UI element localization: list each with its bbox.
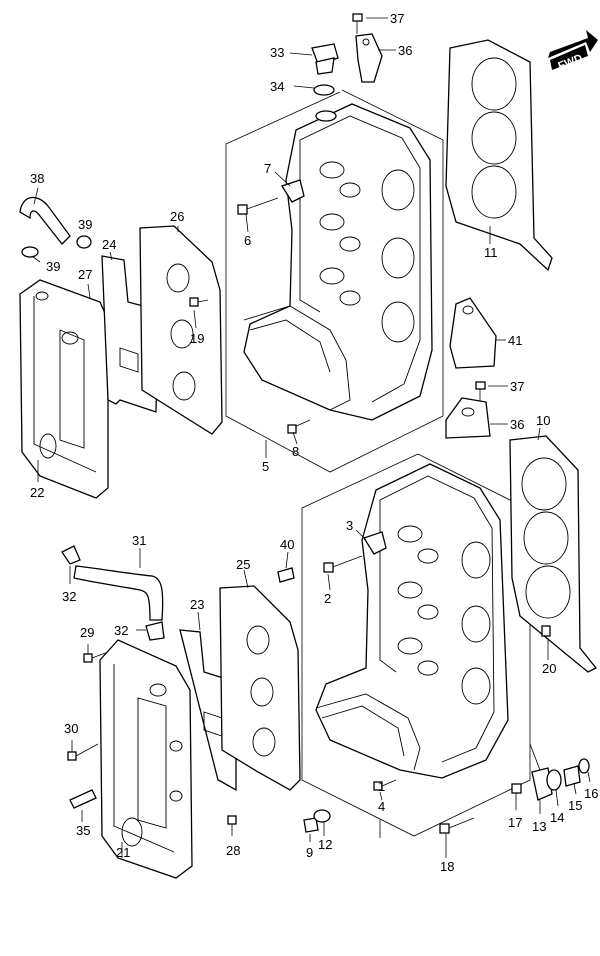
washer-12 (313, 809, 331, 836)
fitting-7 (281, 179, 305, 203)
callout-35: 35 (76, 823, 90, 838)
bolt-18 (439, 817, 475, 858)
clamp-32-right (136, 621, 165, 641)
bolt-37-mid (475, 381, 508, 402)
callout-11: 11 (484, 245, 498, 260)
callout-37-top: 37 (390, 11, 404, 26)
head-gasket-upper (445, 39, 553, 272)
callout-labels: 1 2 3 4 5 6 7 8 9 10 11 12 13 14 15 16 1… (30, 11, 598, 874)
head-ports-lower (397, 525, 491, 705)
cylinder-head-cover-lower (99, 639, 193, 879)
cylinder-head-upper (243, 103, 433, 421)
head-gasket-lower (509, 427, 598, 673)
bolt-29 (83, 644, 109, 663)
bolt-28 (227, 815, 237, 836)
callout-17: 17 (508, 815, 522, 830)
bolt-6 (237, 197, 279, 215)
callout-31: 31 (132, 533, 146, 548)
clamp-32-left (61, 545, 81, 584)
callout-39-left: 39 (46, 259, 60, 274)
breather-hose-38 (19, 187, 71, 245)
callout-3: 3 (346, 518, 353, 533)
callout-41: 41 (508, 333, 522, 348)
callout-6: 6 (244, 233, 251, 248)
callout-12: 12 (318, 837, 332, 852)
callout-7: 7 (264, 161, 271, 176)
bolt-19 (189, 297, 209, 329)
callout-26: 26 (170, 209, 184, 224)
head-ports-upper (319, 161, 415, 343)
callout-37-mid: 37 (510, 379, 524, 394)
callout-10: 10 (536, 413, 550, 428)
bracket-36-top (355, 33, 396, 83)
clamp-39 (21, 235, 92, 263)
plug-9 (303, 817, 319, 842)
pin-40 (277, 551, 295, 583)
gasket-14 (546, 769, 562, 807)
callout-14: 14 (550, 810, 564, 825)
thermostat-15 (563, 765, 581, 795)
callout-2: 2 (324, 591, 331, 606)
callout-8: 8 (292, 444, 299, 459)
callout-4: 4 (378, 799, 385, 814)
callout-1: 1 (378, 779, 385, 794)
callout-22: 22 (30, 485, 44, 500)
fwd-direction-badge: FWD (548, 30, 598, 73)
callout-5: 5 (262, 459, 269, 474)
callout-32-left: 32 (62, 589, 76, 604)
callout-32-right: 32 (114, 623, 128, 638)
callout-18: 18 (440, 859, 454, 874)
bracket-36-mid (445, 397, 508, 439)
callout-28: 28 (226, 843, 240, 858)
seal-16 (578, 758, 591, 783)
valve-cover-gasket-25 (219, 569, 301, 791)
lower-cylinder-head-group (301, 453, 531, 838)
callout-36-mid: 36 (510, 417, 524, 432)
callout-40: 40 (280, 537, 294, 552)
callout-9: 9 (306, 845, 313, 860)
callout-30: 30 (64, 721, 78, 736)
bolt-17 (511, 783, 522, 810)
cylinder-head-cover-upper (19, 279, 109, 499)
dowel-20 (541, 625, 551, 660)
callout-39-top: 39 (78, 217, 92, 232)
bolt-37-top (352, 13, 388, 34)
oil-filler-cap (289, 43, 339, 75)
callout-38: 38 (30, 171, 44, 186)
valve-cover-gasket-26 (139, 225, 223, 435)
callout-15: 15 (568, 798, 582, 813)
breather-hose-31 (73, 548, 164, 621)
callout-33: 33 (270, 45, 284, 60)
callout-36-top: 36 (398, 43, 412, 58)
callout-23: 23 (190, 597, 204, 612)
callout-21: 21 (116, 845, 130, 860)
callout-16: 16 (584, 786, 598, 801)
bracket-41 (449, 297, 506, 369)
o-ring-34 (293, 84, 335, 96)
callout-34: 34 (270, 79, 284, 94)
sensor-35 (69, 789, 97, 822)
callout-25: 25 (236, 557, 250, 572)
callout-20: 20 (542, 661, 556, 676)
callout-19: 19 (190, 331, 204, 346)
fwd-label: FWD (556, 52, 584, 73)
cylinder-head-lower (315, 463, 509, 779)
bolt-8 (287, 419, 311, 434)
callout-29: 29 (80, 625, 94, 640)
upper-cylinder-head-group (225, 89, 444, 473)
callout-24: 24 (102, 237, 116, 252)
pin-27 (87, 283, 91, 299)
bolt-30 (67, 740, 99, 761)
callout-27: 27 (78, 267, 92, 282)
callout-13: 13 (532, 819, 546, 834)
